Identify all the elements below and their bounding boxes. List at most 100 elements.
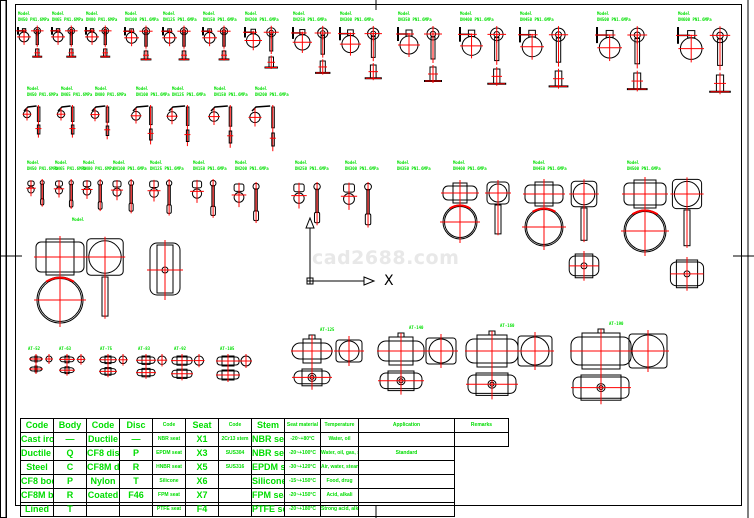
table-cell [218,474,252,489]
component-label: Model [27,86,40,91]
component-label: Model [340,11,353,16]
component-label: Model [83,160,96,165]
component-spec: DN600 PN1.6MPa [678,17,712,22]
actuator-drawing: AT-63 [59,346,86,376]
component-spec: DN150 PN1.6MPa [214,92,248,97]
ucs-icon [305,216,376,286]
table-cell: FPM seat [152,488,186,503]
table-cell: X1 [185,432,219,447]
valve-drawing: Model [34,217,183,327]
component-label: Model [627,160,640,165]
component-label: Model [55,160,68,165]
component-label: Model [95,86,108,91]
component-spec: DN500 PN1.6MPa [597,17,631,22]
table-cell: NBR seat [251,446,285,461]
table-cell: Steel [20,460,54,475]
component-label: Model [235,160,248,165]
table-cell: P [53,474,87,489]
table-cell: — [119,432,153,447]
component-spec: DN100 PN1.6MPa [125,17,159,22]
table-cell: CF8 disc [86,446,120,461]
component-spec: DN300 PN1.6MPa [340,17,374,22]
component-spec: DN65 PN1.6MPa [61,92,93,97]
component-label: Model [86,11,99,16]
table-cell: Q [53,446,87,461]
table-cell: Water, oil [320,432,359,447]
component-label: AT-63 [59,346,72,351]
table-cell: -20~+100°C [284,446,321,461]
component-label: Model [214,86,227,91]
component-label: Model [125,11,138,16]
table-cell [119,502,153,517]
table-cell: Food, drug [320,474,359,489]
table-cell: SUS316 [218,460,252,475]
component-label: Model [113,160,126,165]
component-label: AT-83 [138,346,151,351]
table-cell: CF8M disc [86,460,120,475]
table-cell: -15~+150°C [284,474,321,489]
table-cell: Nylon [86,474,120,489]
component-label: Model [163,11,176,16]
component-spec: DN450 PN1.6MPa [520,17,554,22]
table-cell: EPDM seat [251,460,285,475]
table-cell: X7 [185,488,219,503]
component-label: AT-125 [320,327,335,332]
component-label: Model [136,86,149,91]
table-cell: FPM seat [251,488,285,503]
table-cell: Application [358,418,455,433]
table-cell: X6 [185,474,219,489]
component-label: Model [345,160,358,165]
table-cell: Cast iron [20,432,54,447]
component-label: Model [193,160,206,165]
component-spec: DN100 PN1.6MPa [136,92,170,97]
component-spec: DN450 PN1.6MPa [533,166,567,171]
component-spec: DN150 PN1.6MPa [203,17,237,22]
table-cell: Silicone [152,474,186,489]
component-spec: DN200 PN1.6MPa [245,17,279,22]
component-spec: DN400 PN1.6MPa [453,166,487,171]
actuator-drawing: AT-140 [377,325,458,395]
table-cell: F4 [185,502,219,517]
component-label: Model [460,11,473,16]
component-spec: DN300 PN1.6MPa [345,166,379,171]
actuator-drawing: AT-190 [570,321,669,405]
table-cell [86,502,120,517]
component-spec: DN65 PN1.6MPa [55,166,87,171]
component-label: Model [295,160,308,165]
table-cell: Stem [251,418,285,433]
table-cell [358,460,455,475]
actuator-drawing: AT-83 [136,346,168,379]
table-cell: CF8 body [20,474,54,489]
table-cell: Seat [185,418,219,433]
table-cell [218,502,252,517]
table-cell: Air, water, steam [320,460,359,475]
table-cell: NBR seat [152,432,186,447]
component-label: Model [27,160,40,165]
table-row: Ductile ironQCF8 discPEPDM seatX3SUS304N… [20,446,509,461]
component-spec: DN500 PN1.6MPa [627,166,661,171]
table-cell: CF8M body [20,488,54,503]
component-spec: DN150 PN1.6MPa [193,166,227,171]
table-cell: 2Cr13 stem [218,432,252,447]
